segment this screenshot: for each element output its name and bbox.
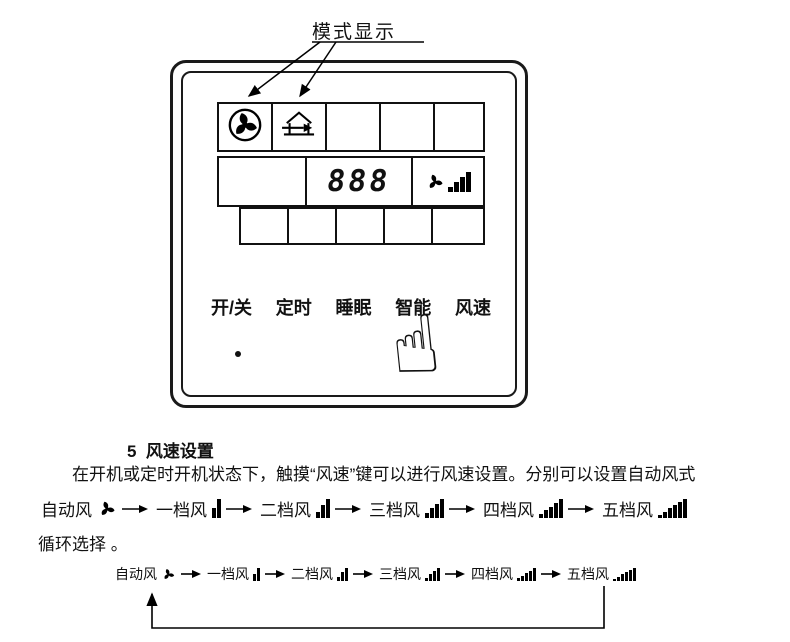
- display-cell: [335, 207, 385, 245]
- mode-icon-cell: [271, 102, 327, 152]
- arrow-right-icon: [122, 504, 148, 514]
- mode-icon-cell: [217, 102, 273, 152]
- display-cell: [325, 102, 381, 152]
- fan-mode-label: 一档风: [207, 566, 249, 582]
- button-fanspeed: 风速: [454, 298, 491, 318]
- arrow-right-icon: [445, 569, 465, 579]
- fan-speed-cycle-sequence: 自动风 一档风 二档风 三档风 四档风 五档风: [112, 564, 638, 584]
- fan-mode-label: 自动风: [115, 566, 157, 582]
- fan-mode-label: 四档风: [483, 501, 534, 520]
- arrow-right-icon: [181, 569, 201, 579]
- arrow-right-icon: [449, 504, 475, 514]
- button-power: 开/关: [211, 298, 253, 318]
- fan-speed-ramp-icon: [425, 567, 440, 581]
- swirl-fan-icon: [227, 107, 263, 148]
- fan-speed-ramp-icon: [425, 499, 444, 518]
- cycle-loop-arrow: [146, 586, 605, 629]
- callout-label: 模式显示: [312, 22, 397, 43]
- fan-mode-label: 二档风: [291, 566, 333, 582]
- pointing-hand-icon: ☝: [386, 296, 445, 395]
- temperature-display-cell: 888: [305, 156, 413, 207]
- display-cell: [383, 207, 433, 245]
- fan-icon: [161, 567, 176, 582]
- fan-with-ramp-icon: [425, 171, 471, 192]
- display-cell: [217, 156, 307, 207]
- section-paragraph: 在开机或定时开机状态下，触摸“风速”键可以进行风速设置。分别可以设置自动风式: [72, 465, 696, 484]
- control-panel-figure: 888 开/关 定时 睡眠 智能 风速 ☝ 模式显示: [170, 22, 528, 408]
- fan-speed-sequence: 自动风 一档风 二档风 三档风 四档风 五档风: [36, 496, 689, 521]
- display-cell: [379, 102, 435, 152]
- display-cell: [239, 207, 289, 245]
- arrow-right-icon: [353, 569, 373, 579]
- display-cell: [287, 207, 337, 245]
- fan-speed-ramp-icon: [316, 499, 330, 518]
- arrow-right-icon: [226, 504, 252, 514]
- fan-mode-label: 一档风: [156, 501, 207, 520]
- fan-mode-label: 二档风: [260, 501, 311, 520]
- fan-icon: [97, 499, 117, 519]
- display-cell: [433, 102, 485, 152]
- house-vent-icon: [278, 109, 320, 146]
- section-heading: 5 风速设置: [127, 442, 214, 461]
- display-cell: [431, 207, 485, 245]
- button-timer: 定时: [275, 298, 312, 318]
- button-smart: 智能: [395, 298, 432, 318]
- arrow-right-icon: [265, 569, 285, 579]
- arrow-right-icon: [335, 504, 361, 514]
- fan-speed-ramp-icon: [613, 567, 636, 581]
- fan-speed-ramp-icon: [253, 567, 260, 581]
- fan-mode-label: 五档风: [567, 566, 609, 582]
- fan-speed-ramp-icon: [517, 567, 536, 581]
- fan-speed-ramp-icon: [658, 499, 687, 518]
- arrow-right-icon: [568, 504, 594, 514]
- fan-mode-label: 四档风: [471, 566, 513, 582]
- indicator-dot: [235, 351, 241, 357]
- fan-mode-label: 三档风: [369, 501, 420, 520]
- seven-segment-display: 888: [325, 163, 394, 199]
- button-sleep: 睡眠: [335, 298, 372, 318]
- fan-speed-indicator-cell: [411, 156, 485, 207]
- fan-mode-label: 五档风: [602, 501, 653, 520]
- fan-mode-label: 自动风: [41, 501, 92, 520]
- fan-mode-label: 三档风: [379, 566, 421, 582]
- fan-speed-ramp-icon: [212, 499, 221, 518]
- touch-button-row: 开/关 定时 睡眠 智能 风速: [211, 294, 491, 320]
- arrow-right-icon: [541, 569, 561, 579]
- cycle-select-text: 循环选择 。: [38, 535, 128, 554]
- fan-speed-ramp-icon: [337, 567, 348, 581]
- fan-speed-ramp-icon: [539, 499, 563, 518]
